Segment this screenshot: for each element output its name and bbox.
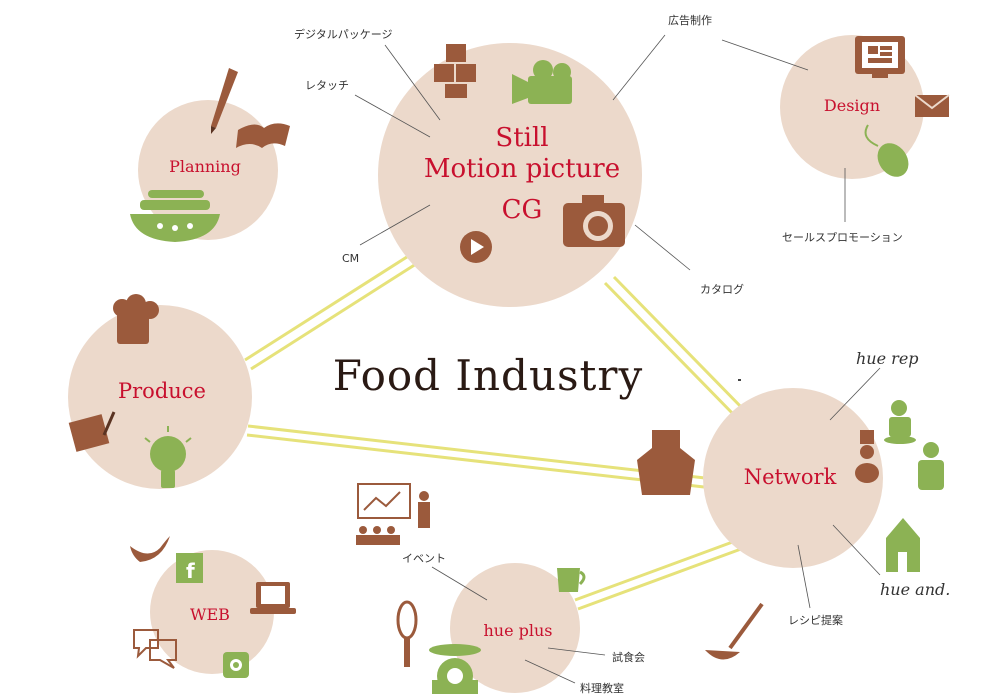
hueplus-label: hue plus [483, 621, 552, 640]
network-circle [703, 388, 883, 568]
annotation-ad-production: 広告制作 [668, 14, 712, 27]
dot-mark [738, 379, 741, 381]
annotation-event: イベント [402, 552, 446, 565]
produce-label: Produce [118, 379, 206, 403]
chef-icon [855, 430, 879, 483]
leader-event [431, 566, 488, 601]
hueplus-circle [450, 563, 580, 693]
annotation-catalog: カタログ [700, 282, 744, 296]
notepad-icon [68, 411, 116, 452]
plates-icon [130, 190, 220, 242]
monitor-icon [855, 36, 905, 78]
twitter-icon [130, 536, 170, 562]
ladle-icon [705, 602, 764, 660]
instagram-icon [223, 652, 249, 678]
annotation-recipe: レシピ提案 [788, 613, 843, 627]
cook-figure-icon [884, 400, 916, 444]
leader-ad-production [612, 34, 666, 101]
camera-icon [563, 195, 625, 247]
leader-digital-package [384, 44, 441, 121]
produce-circle [68, 305, 252, 489]
envelope-icon [914, 94, 950, 117]
laptop-icon [250, 582, 296, 614]
leader-retouch [354, 94, 431, 138]
network-label: Network [744, 465, 837, 489]
mouse-icon [864, 124, 909, 177]
media-label-cg: CG [502, 195, 543, 225]
annotation-retouch: レタッチ [305, 79, 349, 92]
connector-produce-network [246, 424, 706, 489]
planning-label: Planning [169, 157, 241, 176]
connector-hueplus-network [574, 538, 742, 611]
annotation-digital-package: デジタルパッケージ [294, 27, 393, 41]
book-icon [236, 123, 290, 148]
annotation-cooking-class: 料理教室 [580, 681, 624, 695]
lightbulb-icon [144, 426, 192, 488]
presentation-icon [356, 483, 430, 545]
apron-icon [637, 430, 695, 495]
web-label: WEB [190, 605, 230, 624]
annotation-hue-and: hue and. [880, 580, 950, 599]
design-label: Design [824, 96, 880, 115]
leader-lines [354, 34, 881, 684]
svg-text:f: f [186, 559, 195, 583]
connectors [244, 253, 748, 611]
scale-icon [429, 644, 481, 694]
diagram-title: Food Industry [333, 351, 643, 400]
media-label-still: Still [495, 123, 548, 153]
annotation-sales-promotion: セールスプロモーション [782, 231, 903, 244]
leader-catalog [634, 224, 691, 271]
house-icon [886, 518, 920, 572]
measuring-cup-icon [557, 568, 586, 592]
annotation-tasting: 試食会 [612, 650, 645, 664]
play-icon [460, 231, 492, 263]
leader-hue-and [832, 524, 881, 576]
connector-media-network [603, 275, 748, 420]
leader-design-ad [721, 39, 809, 71]
leader-tasting [547, 647, 606, 656]
whisk-icon [396, 600, 418, 667]
doctor-icon [918, 442, 944, 490]
leader-hue-rep [829, 367, 881, 421]
pencil-icon [211, 68, 238, 134]
boxes-icon [434, 44, 476, 98]
annotation-hue-rep: hue rep [856, 349, 919, 368]
media-label-motion: Motion picture [424, 154, 620, 184]
chef-hat-icon [113, 294, 159, 344]
facebook-icon: f [176, 553, 203, 583]
leader-cooking-class [524, 659, 576, 684]
video-camera-icon [512, 60, 572, 104]
chat-icon [133, 629, 177, 669]
leader-recipe [797, 544, 811, 609]
annotation-cm: CM [342, 252, 359, 265]
connector-media-produce [244, 253, 417, 371]
leader-cm [359, 204, 431, 246]
